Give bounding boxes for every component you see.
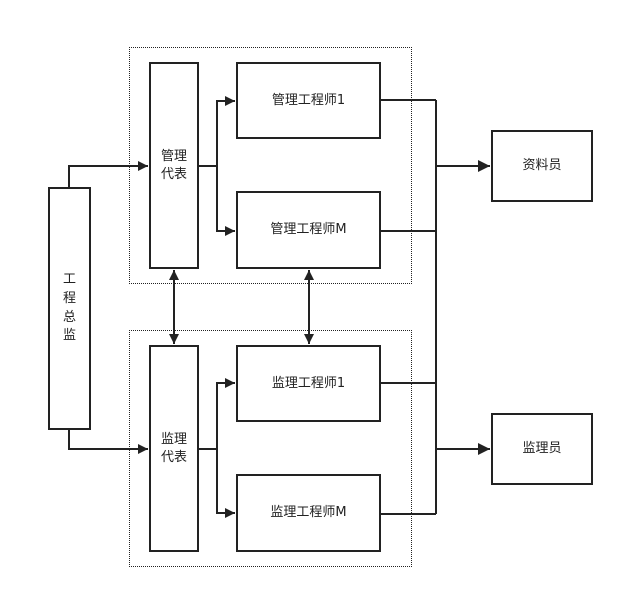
node-label: 监理工程师M [270, 505, 347, 521]
node-supervisor: 监理员 [491, 413, 593, 485]
node-label-line: 代表 [160, 449, 187, 465]
node-chief-char: 程 [62, 290, 76, 306]
node-label-line: 管理 [160, 148, 187, 164]
node-label: 管理工程师M [270, 222, 347, 238]
edge-mgmt-rep-to-eng-m [216, 166, 235, 236]
edge-sup-rep-to-eng-1 [216, 378, 235, 449]
edge-chief-to-sup-rep [68, 429, 148, 454]
node-chief-char: 工 [62, 271, 76, 287]
management-group-frame [129, 47, 412, 284]
node-label: 管理工程师1 [271, 92, 346, 108]
node-label-line: 代表 [160, 166, 187, 182]
node-chief-char: 监 [62, 328, 76, 344]
node-label: 监理员 [522, 441, 562, 457]
node-management-engineer-m: 管理工程师M [236, 191, 381, 269]
node-management-rep: 管理 代表 [149, 62, 199, 269]
node-label: 资料员 [522, 158, 562, 174]
node-supervision-rep: 监理 代表 [149, 345, 199, 552]
supervision-group-frame [129, 330, 412, 567]
edge-sup-rep-to-eng-m [216, 449, 235, 518]
node-label: 监理工程师1 [271, 375, 346, 391]
edge-chief-to-mgmt-rep [68, 161, 148, 188]
node-management-engineer-1: 管理工程师1 [236, 62, 381, 139]
edge-mgmt-rep-to-eng-1 [216, 96, 235, 166]
node-archivist: 资料员 [491, 130, 593, 202]
node-chief-char: 总 [62, 309, 76, 325]
node-label-line: 监理 [160, 431, 187, 447]
node-supervision-engineer-m: 监理工程师M [236, 474, 381, 552]
node-chief-engineer: 工 程 总 监 [48, 187, 91, 430]
node-supervision-engineer-1: 监理工程师1 [236, 345, 381, 422]
